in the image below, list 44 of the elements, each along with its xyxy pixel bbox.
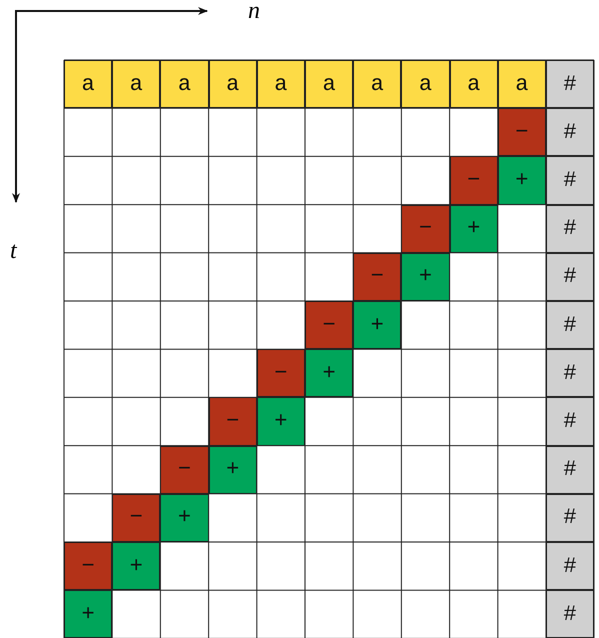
minus-cell: − <box>401 204 450 253</box>
header-cell: a <box>450 60 498 108</box>
header-cell: a <box>256 60 305 108</box>
header-cell: a <box>208 60 257 108</box>
minus-cell: − <box>64 542 112 590</box>
header-cell: a <box>305 60 354 108</box>
plus-cell: + <box>64 590 112 638</box>
plus-cell: + <box>353 301 402 350</box>
hash-cell: # <box>546 60 594 108</box>
axis-label: t <box>10 238 17 265</box>
hash-cell: # <box>546 108 594 156</box>
minus-cell: − <box>498 108 546 156</box>
plus-cell: + <box>450 204 498 253</box>
minus-cell: − <box>208 397 257 446</box>
hash-cell: # <box>546 397 594 446</box>
header-cell: a <box>64 60 112 108</box>
plus-cell: + <box>498 156 546 205</box>
plus-cell: + <box>160 494 209 542</box>
hash-cell: # <box>546 252 594 301</box>
plus-cell: + <box>401 252 450 301</box>
plus-cell: + <box>112 542 160 590</box>
plus-cell: + <box>305 349 354 398</box>
header-cell: a <box>401 60 450 108</box>
minus-cell: − <box>112 494 160 542</box>
hash-cell: # <box>546 446 594 494</box>
hash-cell: # <box>546 204 594 253</box>
hash-cell: # <box>546 590 594 638</box>
header-cell: a <box>112 60 160 108</box>
plus-cell: + <box>256 397 305 446</box>
hash-cell: # <box>546 301 594 350</box>
hash-cell: # <box>546 349 594 398</box>
minus-cell: − <box>353 252 402 301</box>
hash-cell: # <box>546 156 594 205</box>
minus-cell: − <box>450 156 498 205</box>
minus-cell: − <box>256 349 305 398</box>
header-cell: a <box>498 60 546 108</box>
axis-label: n <box>248 0 260 25</box>
hash-cell: # <box>546 494 594 542</box>
minus-cell: − <box>305 301 354 350</box>
plus-cell: + <box>208 446 257 494</box>
minus-cell: − <box>160 446 209 494</box>
header-cell: a <box>353 60 402 108</box>
hash-cell: # <box>546 542 594 590</box>
header-cell: a <box>160 60 209 108</box>
